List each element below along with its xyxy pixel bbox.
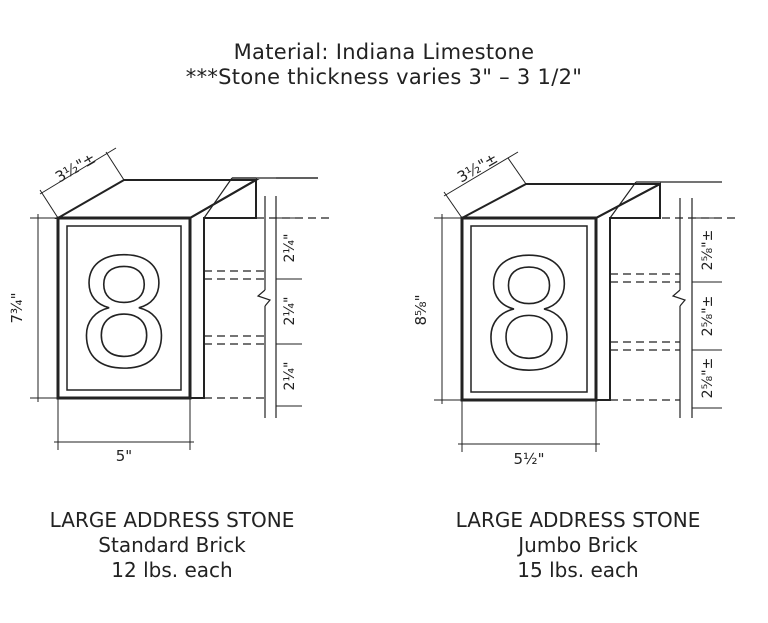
jumbo-depth-dimension xyxy=(443,151,527,219)
standard-course-label-2: 2¼" xyxy=(282,297,298,326)
jumbo-stone-caption: LARGE ADDRESS STONE Jumbo Brick 15 lbs. … xyxy=(428,508,728,583)
jumbo-caption-title: LARGE ADDRESS STONE xyxy=(455,508,701,532)
jumbo-caption-brick: Jumbo Brick xyxy=(518,533,638,557)
drawing-header: Material: Indiana Limestone ***Stone thi… xyxy=(0,40,768,90)
jumbo-brick-courses xyxy=(609,181,735,418)
jumbo-course-label-1: 2⅝"± xyxy=(700,230,716,271)
jumbo-stone-inner-panel xyxy=(470,225,588,393)
standard-caption-weight: 12 lbs. each xyxy=(111,558,233,582)
material-note: Material: Indiana Limestone xyxy=(233,40,535,64)
jumbo-width-label: 5½" xyxy=(514,450,545,468)
jumbo-course-label-3: 2⅝"± xyxy=(700,358,716,399)
standard-caption-title: LARGE ADDRESS STONE xyxy=(49,508,295,532)
standard-brick-courses xyxy=(203,177,330,418)
jumbo-depth-label: 3½"± xyxy=(454,149,501,186)
jumbo-height-label: 8⅝" xyxy=(412,295,430,326)
jumbo-course-label-2: 2⅝"± xyxy=(700,296,716,337)
standard-width-dimension xyxy=(54,398,194,450)
standard-height-dimension xyxy=(30,214,58,402)
jumbo-width-dimension xyxy=(458,400,600,452)
jumbo-stone-side xyxy=(595,182,661,401)
standard-depth-label: 3½"± xyxy=(52,149,99,186)
standard-course-label-1: 2¼" xyxy=(282,234,298,263)
standard-course-label-3: 2¼" xyxy=(282,362,298,391)
jumbo-stone-digit: 8 xyxy=(481,227,578,404)
standard-caption-brick: Standard Brick xyxy=(98,533,246,557)
thickness-note: ***Stone thickness varies 3" – 3 1/2" xyxy=(185,65,583,89)
standard-width-label: 5" xyxy=(116,447,132,465)
standard-stone-side xyxy=(189,178,257,399)
standard-stone-inner-panel xyxy=(66,225,182,391)
jumbo-course-dimension xyxy=(692,217,722,409)
standard-stone-digit: 8 xyxy=(76,228,171,402)
jumbo-height-dimension xyxy=(434,214,462,404)
standard-depth-dimension xyxy=(39,147,125,219)
standard-stone-drawing: 8 xyxy=(30,147,330,450)
standard-height-label: 7¾" xyxy=(8,293,26,324)
standard-course-dimension xyxy=(276,217,302,407)
standard-stone-caption: LARGE ADDRESS STONE Standard Brick 12 lb… xyxy=(22,508,322,583)
jumbo-stone-drawing: 8 xyxy=(434,151,735,452)
jumbo-caption-weight: 15 lbs. each xyxy=(517,558,639,582)
